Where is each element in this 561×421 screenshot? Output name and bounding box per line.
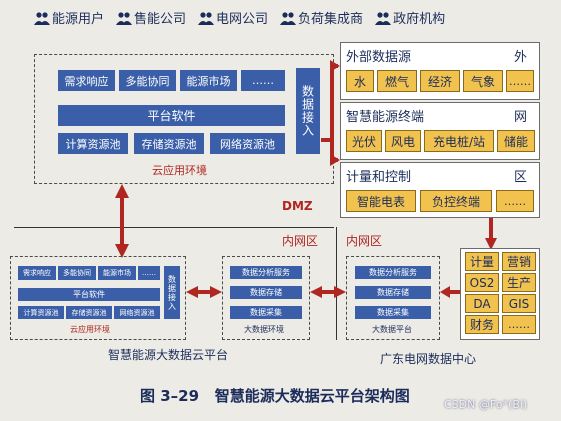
user-type-label: 电网公司 bbox=[216, 12, 269, 27]
source-item: 燃气 bbox=[377, 70, 417, 92]
arrow-cloud-to-bigdata bbox=[186, 286, 222, 298]
inner-zone-label-right: 内网区 bbox=[346, 234, 383, 248]
platform-software-bar-small: 平台软件 bbox=[18, 288, 160, 301]
source-item: 气象 bbox=[463, 70, 503, 92]
panel-title: 计量和控制 bbox=[346, 170, 412, 185]
user-type: 政府机构 bbox=[375, 8, 445, 27]
user-type: 电网公司 bbox=[198, 8, 268, 27]
user-type: 售能公司 bbox=[116, 8, 186, 27]
user-type-label: 能源用户 bbox=[52, 12, 105, 27]
system-item: 计量 bbox=[465, 252, 499, 271]
module-box-small: 需求响应 bbox=[18, 266, 56, 280]
system-item: DA bbox=[465, 294, 499, 313]
source-item: 水 bbox=[346, 70, 374, 92]
module-box: …… bbox=[241, 70, 285, 91]
source-item: 经济 bbox=[420, 70, 460, 92]
resource-pool: 计算资源池 bbox=[58, 133, 128, 154]
zone-separator-horizontal bbox=[14, 227, 334, 228]
bigdata-item: 数据采集 bbox=[230, 306, 302, 319]
zone-side-char: 外 bbox=[514, 50, 528, 65]
source-item: …… bbox=[506, 70, 534, 92]
metering-item: 智能电表 bbox=[346, 190, 416, 212]
metering-item: …… bbox=[496, 190, 534, 212]
people-icon bbox=[375, 11, 392, 25]
resource-pool: 网络资源池 bbox=[210, 133, 285, 154]
user-type-label: 负荷集成商 bbox=[298, 12, 364, 27]
bigdata-item: 数据采集 bbox=[355, 306, 431, 319]
people-icon bbox=[34, 11, 50, 25]
dmz-label: DMZ bbox=[282, 199, 313, 213]
system-item: GIS bbox=[502, 294, 536, 313]
arrow-bigdata-to-platform bbox=[310, 286, 346, 298]
bigdata-item: 数据存储 bbox=[355, 286, 431, 299]
cloud-platform-title: 智慧能源大数据云平台 bbox=[108, 348, 229, 362]
module-box-small: 多能协同 bbox=[58, 266, 96, 280]
zone-side-char: 网 bbox=[514, 110, 528, 125]
arrow-platform-to-systems bbox=[440, 286, 462, 298]
user-types-row: 能源用户 售能公司 电网公司 负荷集成商 政府机构 bbox=[34, 8, 445, 27]
user-type: 负荷集成商 bbox=[280, 8, 363, 27]
cloud-env-bottom bbox=[10, 256, 186, 340]
people-icon bbox=[198, 11, 215, 25]
resource-pool-small: 网络资源池 bbox=[114, 306, 160, 319]
people-icon bbox=[116, 11, 133, 25]
watermark: CSDN @Fo*(Bi) bbox=[444, 398, 528, 411]
bigdata-item: 数据分析服务 bbox=[355, 266, 431, 279]
system-item: 营销 bbox=[502, 252, 536, 271]
platform-software-bar: 平台软件 bbox=[58, 105, 285, 126]
bigdata-platform-box bbox=[346, 256, 440, 340]
terminal-item: 风电 bbox=[385, 130, 421, 152]
people-icon bbox=[280, 11, 297, 25]
bigdata-item: 数据分析服务 bbox=[230, 266, 302, 279]
terminal-item: 储能 bbox=[497, 130, 535, 152]
bigdata-env-box bbox=[222, 256, 310, 340]
resource-pool: 存储资源池 bbox=[134, 133, 204, 154]
module-box-small: 能源市场 bbox=[98, 266, 136, 280]
arrow-data-access-to-sources bbox=[321, 60, 340, 166]
inner-zone-label-left: 内网区 bbox=[282, 234, 319, 248]
module-box-small: …… bbox=[138, 266, 160, 280]
module-box: 能源市场 bbox=[180, 70, 237, 91]
resource-pool-small: 计算资源池 bbox=[18, 306, 64, 319]
system-item: 生产 bbox=[502, 273, 536, 292]
module-box: 多能协同 bbox=[119, 70, 176, 91]
panel-title: 智慧能源终端 bbox=[346, 110, 425, 125]
system-item: …… bbox=[502, 315, 536, 334]
data-access-box-small: 数据接入 bbox=[164, 266, 180, 319]
terminal-item: 光伏 bbox=[346, 130, 382, 152]
metering-item: 负控终端 bbox=[420, 190, 492, 212]
bigdata-platform-label: 大数据平台 bbox=[372, 325, 412, 334]
resource-pool-small: 存储资源池 bbox=[66, 306, 112, 319]
system-item: 财务 bbox=[465, 315, 499, 334]
datacenter-title: 广东电网数据中心 bbox=[380, 352, 477, 366]
terminal-item: 充电桩/站 bbox=[424, 130, 494, 152]
zone-separator-vertical bbox=[336, 227, 337, 340]
user-type: 能源用户 bbox=[34, 8, 104, 27]
figure-caption: 图 3–29 智慧能源大数据云平台架构图 bbox=[140, 387, 410, 405]
data-access-box: 数据接入 bbox=[296, 68, 320, 154]
arrow-metering-to-datacenter bbox=[485, 218, 497, 250]
bigdata-item: 数据存储 bbox=[230, 286, 302, 299]
user-type-label: 政府机构 bbox=[393, 12, 446, 27]
system-item: OS2 bbox=[465, 273, 499, 292]
zone-side-char: 区 bbox=[514, 170, 528, 185]
bigdata-env-label: 大数据环境 bbox=[244, 325, 284, 334]
arrow-cloud-link-vertical bbox=[115, 184, 129, 258]
user-type-label: 售能公司 bbox=[134, 12, 187, 27]
panel-title: 外部数据源 bbox=[346, 50, 412, 65]
cloud-env-label-small: 云应用环境 bbox=[70, 325, 110, 334]
cloud-env-label: 云应用环境 bbox=[152, 164, 207, 177]
module-box: 需求响应 bbox=[58, 70, 115, 91]
